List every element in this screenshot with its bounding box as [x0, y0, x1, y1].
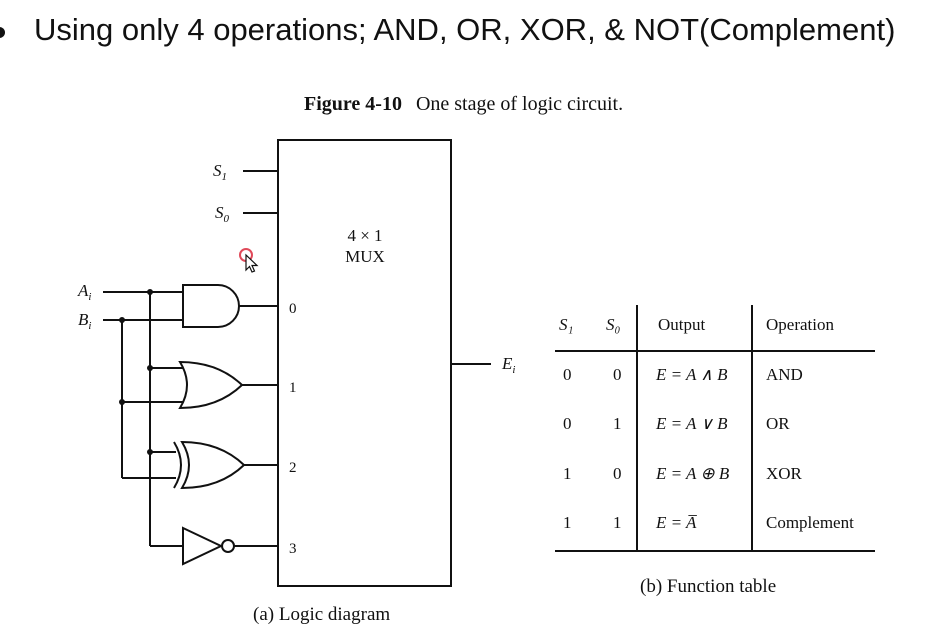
- function-table: S₁ S₀ Output Operation 0 0 E = A ∧ B AND…: [555, 305, 875, 552]
- xor-gate-icon: [180, 440, 246, 490]
- select-s0-letter: S: [215, 203, 224, 222]
- row3-output: E = A ⊕ B: [655, 464, 730, 483]
- select-s1-letter: S: [213, 161, 222, 180]
- slide-title: Using only 4 operations; AND, OR, XOR, &…: [34, 12, 896, 47]
- row3-s0: 0: [613, 464, 622, 483]
- header-operation: Operation: [766, 315, 834, 334]
- select-s1-subscript: 1: [222, 171, 228, 183]
- mux-input-2: 2: [289, 460, 297, 476]
- row4-s1: 1: [563, 513, 572, 532]
- figure-label: Figure 4-10: [304, 93, 402, 115]
- row1-output: E = A ∧ B: [655, 365, 728, 384]
- row4-operation: Complement: [766, 513, 854, 532]
- and-gate-icon: [182, 284, 240, 328]
- row3-operation: XOR: [766, 464, 803, 483]
- input-b-subscript: i: [88, 320, 91, 332]
- row3-s1: 1: [563, 464, 572, 483]
- row1-s1: 0: [563, 365, 572, 384]
- mux-label-line1: 4 × 1: [347, 226, 382, 245]
- row1-operation: AND: [766, 365, 803, 384]
- select-s0-subscript: 0: [224, 213, 230, 225]
- figure-caption: Figure 4-10 One stage of logic circuit.: [304, 93, 623, 116]
- xor-gate-extra-arc: [173, 441, 182, 489]
- header-output: Output: [658, 315, 706, 334]
- row1-s0: 0: [613, 365, 622, 384]
- header-s1: S₁: [559, 315, 573, 334]
- output-label-e: Ei: [501, 354, 515, 376]
- row4-s0: 1: [613, 513, 622, 532]
- figure-caption-text: One stage of logic circuit.: [415, 93, 624, 115]
- mux-input-3: 3: [289, 541, 297, 557]
- select-label-s1: S1: [213, 161, 227, 183]
- bullet-point: [0, 27, 5, 38]
- mux-box: [277, 139, 452, 587]
- output-letter: E: [501, 354, 513, 373]
- mouse-pointer-icon: [239, 248, 259, 273]
- input-a-letter: A: [77, 281, 89, 300]
- mux-input-1: 1: [289, 380, 297, 396]
- header-s0: S₀: [606, 315, 621, 334]
- function-table-caption: (b) Function table: [640, 576, 777, 597]
- row2-s1: 0: [563, 414, 572, 433]
- row2-s0: 1: [613, 414, 622, 433]
- not-bubble: [221, 539, 235, 553]
- input-label-b: Bi: [78, 310, 91, 332]
- input-label-a: Ai: [77, 281, 91, 303]
- mux-input-0: 0: [289, 301, 297, 317]
- input-b-letter: B: [78, 310, 89, 329]
- row2-output: E = A ∨ B: [655, 414, 728, 433]
- mux-label-line2: MUX: [345, 247, 385, 266]
- or-gate-icon: [178, 360, 244, 410]
- row4-output: E = A̅: [655, 513, 698, 532]
- input-a-subscript: i: [88, 291, 91, 303]
- row2-operation: OR: [766, 414, 790, 433]
- logic-diagram-caption: (a) Logic diagram: [253, 604, 391, 625]
- select-label-s0: S0: [215, 203, 230, 225]
- input-wires: [103, 291, 183, 547]
- output-subscript: i: [512, 364, 515, 376]
- not-gate-icon: [182, 526, 224, 566]
- junction-dots: [119, 289, 153, 455]
